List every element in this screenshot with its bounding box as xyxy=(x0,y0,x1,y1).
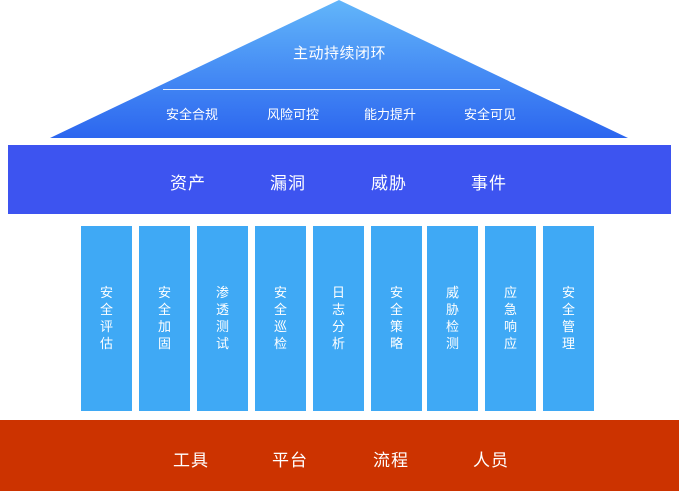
roof-item-compliance: 安全合规 xyxy=(165,108,218,123)
pillar-label: 日志分析 xyxy=(331,285,345,352)
pillar-penetration-testing: 渗透测试 xyxy=(197,226,248,411)
roof-triangle xyxy=(50,0,628,138)
roof-item-capability: 能力提升 xyxy=(363,108,416,123)
roof-title: 主动持续闭环 xyxy=(292,44,386,62)
pillar-security-policy: 安全策略 xyxy=(371,226,422,411)
roof-items: 安全合规 风险可控 能力提升 安全可见 xyxy=(0,104,679,124)
pillar-label: 威胁检测 xyxy=(445,285,459,352)
pillar-label: 安全策略 xyxy=(389,285,403,352)
beam-item-assets: 资产 xyxy=(170,174,206,194)
pillar-log-analysis: 日志分析 xyxy=(313,226,364,411)
pillar-security-assessment: 安全评估 xyxy=(81,226,132,411)
beam-item-events: 事件 xyxy=(471,174,507,194)
pillar-threat-detection: 威胁检测 xyxy=(427,226,478,411)
beam-item-vulnerabilities: 漏洞 xyxy=(270,174,306,194)
roof-item-visibility: 安全可见 xyxy=(463,108,516,123)
foundation-bar: 工具 平台 流程 人员 xyxy=(0,420,679,491)
pillar-security-hardening: 安全加固 xyxy=(139,226,190,411)
beam-item-threats: 威胁 xyxy=(371,174,407,194)
base-item-platform: 平台 xyxy=(272,451,308,471)
beam-bar: 资产 漏洞 威胁 事件 xyxy=(8,145,671,214)
roof-item-risk-control: 风险可控 xyxy=(266,108,319,123)
pillar-label: 安全加固 xyxy=(157,285,171,352)
pillar-incident-response: 应急响应 xyxy=(485,226,536,411)
pillar-label: 安全评估 xyxy=(99,285,113,352)
roof-divider xyxy=(163,89,500,90)
pillar-label: 安全管理 xyxy=(561,285,575,352)
base-item-process: 流程 xyxy=(373,451,409,471)
pillar-label: 渗透测试 xyxy=(215,285,229,352)
pillar-security-inspection: 安全巡检 xyxy=(255,226,306,411)
base-item-tools: 工具 xyxy=(173,451,209,471)
base-item-personnel: 人员 xyxy=(473,451,509,471)
pillar-security-management: 安全管理 xyxy=(543,226,594,411)
pillar-label: 应急响应 xyxy=(503,285,517,352)
pillar-label: 安全巡检 xyxy=(273,285,287,352)
